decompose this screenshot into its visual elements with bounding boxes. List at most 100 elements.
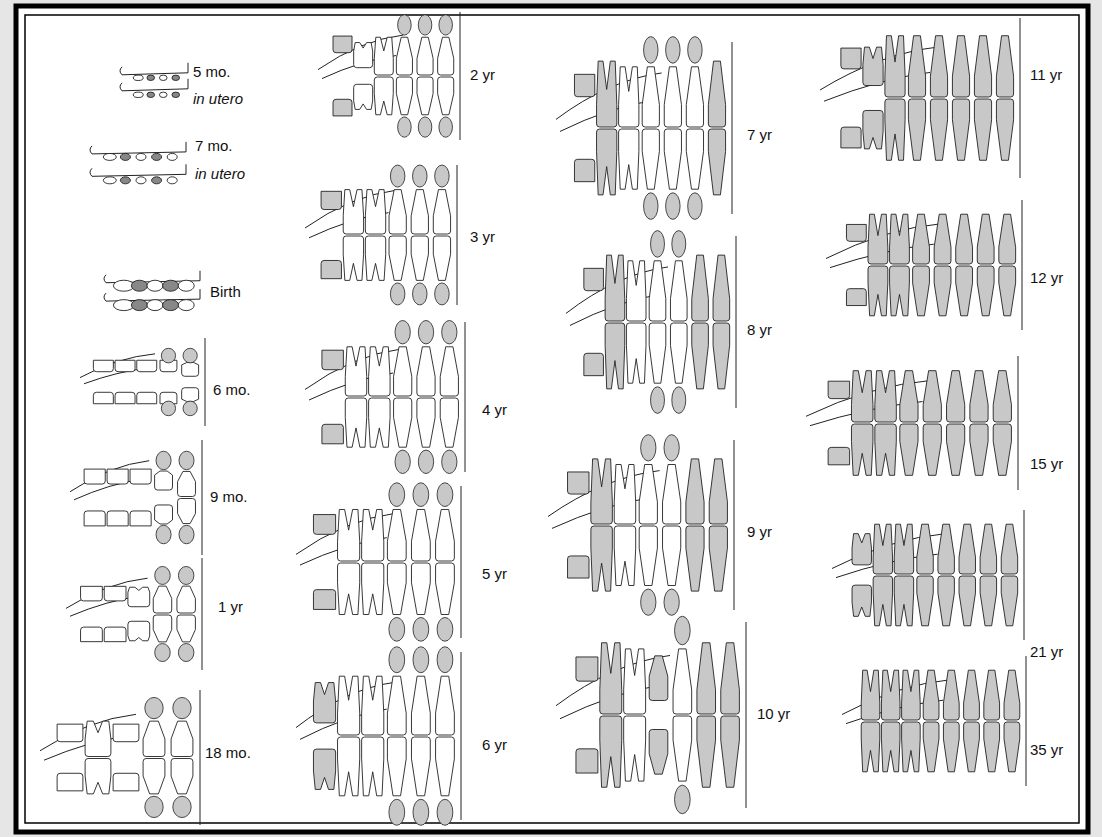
dentition-stage: [296, 483, 461, 641]
deciduous-tooth: [670, 261, 687, 321]
deciduous-tooth: [436, 676, 455, 735]
deciduous-tooth: [642, 67, 659, 127]
age-label: Birth: [210, 284, 241, 299]
permanent-tooth: [984, 670, 1000, 720]
deciduous-tooth: [417, 37, 433, 75]
deciduous-tooth: [113, 773, 139, 791]
permanent-tooth: [321, 260, 341, 278]
permanent-tooth-germ: [156, 451, 171, 469]
permanent-tooth: [574, 74, 594, 96]
permanent-tooth: [875, 424, 896, 475]
deciduous-tooth: [663, 526, 681, 586]
tooth-bud: [131, 300, 147, 311]
permanent-tooth: [996, 36, 1013, 97]
dentition-stage: [548, 435, 734, 616]
tooth-bud: [136, 177, 146, 184]
deciduous-tooth: [417, 77, 433, 115]
permanent-tooth-germ: [173, 697, 191, 718]
age-label: 11 yr: [1030, 67, 1062, 82]
tooth-bud: [178, 300, 194, 311]
deciduous-tooth: [365, 236, 385, 280]
permanent-tooth-germ: [435, 165, 450, 187]
deciduous-tooth: [387, 563, 406, 615]
deciduous-tooth: [433, 236, 450, 280]
dentition-stage: [80, 338, 205, 426]
deciduous-tooth: [673, 649, 692, 714]
deciduous-tooth: [624, 649, 646, 714]
tooth-bud: [163, 280, 179, 291]
permanent-tooth: [868, 266, 888, 316]
deciduous-tooth: [104, 627, 126, 642]
deciduous-tooth: [394, 347, 412, 396]
permanent-tooth: [333, 36, 352, 53]
midline: [1024, 510, 1025, 640]
deciduous-tooth: [85, 721, 111, 756]
permanent-tooth-germ: [390, 165, 405, 187]
tooth-bud: [133, 75, 143, 80]
dentition-stage: [318, 12, 460, 140]
deciduous-tooth: [411, 563, 430, 615]
permanent-tooth: [890, 266, 910, 316]
permanent-tooth: [900, 371, 918, 422]
deciduous-tooth: [93, 392, 113, 403]
dentition-stage: [90, 142, 186, 184]
age-label: 10 yr: [757, 706, 790, 721]
permanent-tooth: [597, 61, 617, 127]
deciduous-tooth: [396, 77, 412, 115]
permanent-tooth: [841, 48, 861, 69]
permanent-tooth-germ: [413, 483, 429, 507]
permanent-tooth: [713, 323, 730, 389]
deciduous-tooth: [639, 526, 657, 586]
permanent-tooth: [947, 424, 965, 475]
permanent-tooth-germ: [183, 348, 197, 363]
permanent-tooth: [943, 722, 959, 772]
deciduous-tooth: [411, 676, 430, 735]
permanent-tooth: [828, 447, 849, 464]
permanent-tooth: [708, 129, 725, 195]
deciduous-tooth: [436, 737, 455, 796]
permanent-tooth: [934, 214, 951, 264]
permanent-tooth-germ: [641, 589, 656, 615]
deciduous-tooth: [182, 388, 199, 402]
permanent-tooth-germ: [641, 435, 656, 461]
permanent-tooth: [964, 670, 980, 720]
deciduous-tooth: [177, 615, 195, 642]
midline: [732, 42, 733, 214]
permanent-tooth: [322, 350, 343, 370]
permanent-tooth: [923, 371, 941, 422]
deciduous-tooth: [137, 360, 157, 371]
deciduous-tooth: [362, 509, 384, 561]
permanent-tooth: [584, 268, 604, 290]
midline: [746, 622, 747, 808]
dentition-stage: [832, 510, 1024, 640]
permanent-tooth-germ: [183, 401, 197, 416]
tooth-bud: [172, 75, 180, 80]
deciduous-tooth: [387, 509, 406, 561]
deciduous-tooth: [411, 190, 428, 234]
permanent-tooth: [885, 36, 905, 97]
midline: [460, 12, 461, 140]
deciduous-tooth: [177, 586, 195, 613]
permanent-tooth-germ: [675, 616, 691, 645]
permanent-tooth: [721, 716, 740, 787]
permanent-tooth-germ: [418, 450, 433, 473]
tooth-bud: [147, 300, 163, 311]
deciduous-tooth: [93, 360, 113, 371]
dentition-stage: [556, 37, 732, 220]
permanent-tooth: [974, 36, 991, 97]
permanent-tooth: [908, 99, 925, 160]
permanent-tooth: [894, 524, 913, 574]
permanent-tooth-germ: [145, 697, 163, 718]
dentition-stage: [566, 231, 736, 414]
permanent-tooth: [993, 371, 1011, 422]
permanent-tooth-germ: [398, 117, 412, 137]
permanent-tooth: [917, 524, 933, 574]
permanent-tooth: [708, 61, 725, 127]
deciduous-tooth: [345, 398, 366, 447]
deciduous-tooth: [624, 716, 646, 781]
permanent-tooth-germ: [664, 435, 679, 461]
permanent-tooth-germ: [395, 450, 410, 473]
deciduous-tooth: [619, 129, 639, 189]
age-label: 35 yr: [1030, 742, 1063, 757]
deciduous-tooth: [171, 759, 193, 794]
